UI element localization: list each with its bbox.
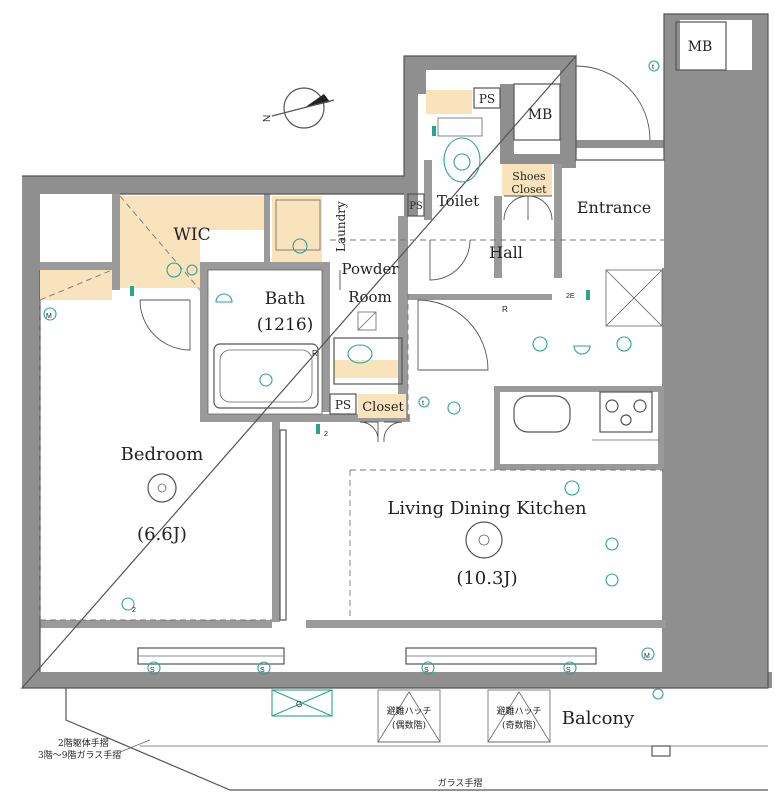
svg-text:G: G: [296, 700, 302, 709]
balcony-area: [65, 688, 768, 791]
svg-text:t: t: [422, 400, 424, 407]
compass-north-label: N: [262, 115, 273, 122]
ps-label-1: PS: [479, 92, 495, 106]
label-wic: WIC: [173, 225, 210, 245]
balcony-labels: 避難ハッチ (偶数階) 避難ハッチ (奇数階) 2階躯体手摺 3階～9階ガラス手…: [38, 705, 542, 789]
label-ldk-size: (10.3J): [456, 568, 517, 589]
svg-text:S: S: [260, 667, 265, 674]
small-marks: M M S S S S R R G t t 2 2 2E: [46, 64, 654, 709]
ps-label-3: PS: [335, 398, 351, 412]
label-bath-size: (1216): [257, 315, 314, 335]
room-labels: WIC Bath (1216) Laundry Powder Room Toil…: [121, 170, 652, 729]
svg-text:M: M: [46, 313, 52, 320]
label-ldk: Living Dining Kitchen: [387, 498, 587, 519]
svg-text:S: S: [566, 667, 571, 674]
label-entrance: Entrance: [577, 198, 651, 217]
label-bedroom: Bedroom: [121, 444, 204, 465]
svg-text:2: 2: [132, 607, 136, 614]
handrail-note-2: 3階～9階ガラス手摺: [38, 749, 121, 761]
light-fixtures: [43, 60, 664, 700]
compass: N: [262, 87, 335, 129]
mb-label-1: MB: [528, 107, 553, 123]
label-hall: Hall: [489, 243, 523, 262]
label-bath: Bath: [265, 289, 305, 309]
svg-text:t: t: [652, 64, 654, 71]
label-laundry: Laundry: [334, 201, 348, 252]
hatch-even-line1: 避難ハッチ: [496, 705, 541, 717]
label-shoes: Shoes: [512, 170, 546, 183]
svg-text:S: S: [424, 667, 429, 674]
label-shoes-closet: Closet: [511, 183, 547, 196]
handrail-note-1: 2階躯体手摺: [58, 737, 109, 749]
label-powder: Powder: [341, 260, 399, 278]
ps-label-2: PS: [409, 201, 423, 212]
hatch-odd-line1: 避難ハッチ: [386, 705, 431, 717]
mb-label-2: MB: [688, 39, 713, 55]
interior-walls: [40, 160, 666, 628]
windows: [137, 429, 597, 665]
label-bedroom-size: (6.6J): [137, 524, 187, 545]
svg-text:M: M: [644, 653, 650, 660]
closet-fills: [40, 90, 552, 418]
utility-labels: PS PS PS MB MB: [329, 21, 727, 415]
svg-text:R: R: [502, 305, 508, 314]
exterior-walls: [22, 14, 772, 688]
dashed-lines: [39, 195, 664, 621]
doors: [139, 65, 651, 443]
label-balcony: Balcony: [562, 708, 635, 729]
label-room: Room: [348, 288, 392, 306]
svg-text:R: R: [312, 349, 318, 358]
label-closet: Closet: [362, 400, 404, 415]
label-toilet: Toilet: [437, 192, 479, 210]
hatch-even-line2: (奇数階): [502, 719, 536, 731]
wall-outlines: [20, 13, 769, 689]
fixtures: [207, 117, 663, 441]
svg-text:2E: 2E: [566, 293, 575, 300]
glass-rail-note: ガラス手摺: [438, 777, 483, 789]
hatch-odd-line2: (偶数階): [392, 719, 426, 731]
svg-text:S: S: [150, 667, 155, 674]
svg-text:2: 2: [324, 431, 328, 438]
